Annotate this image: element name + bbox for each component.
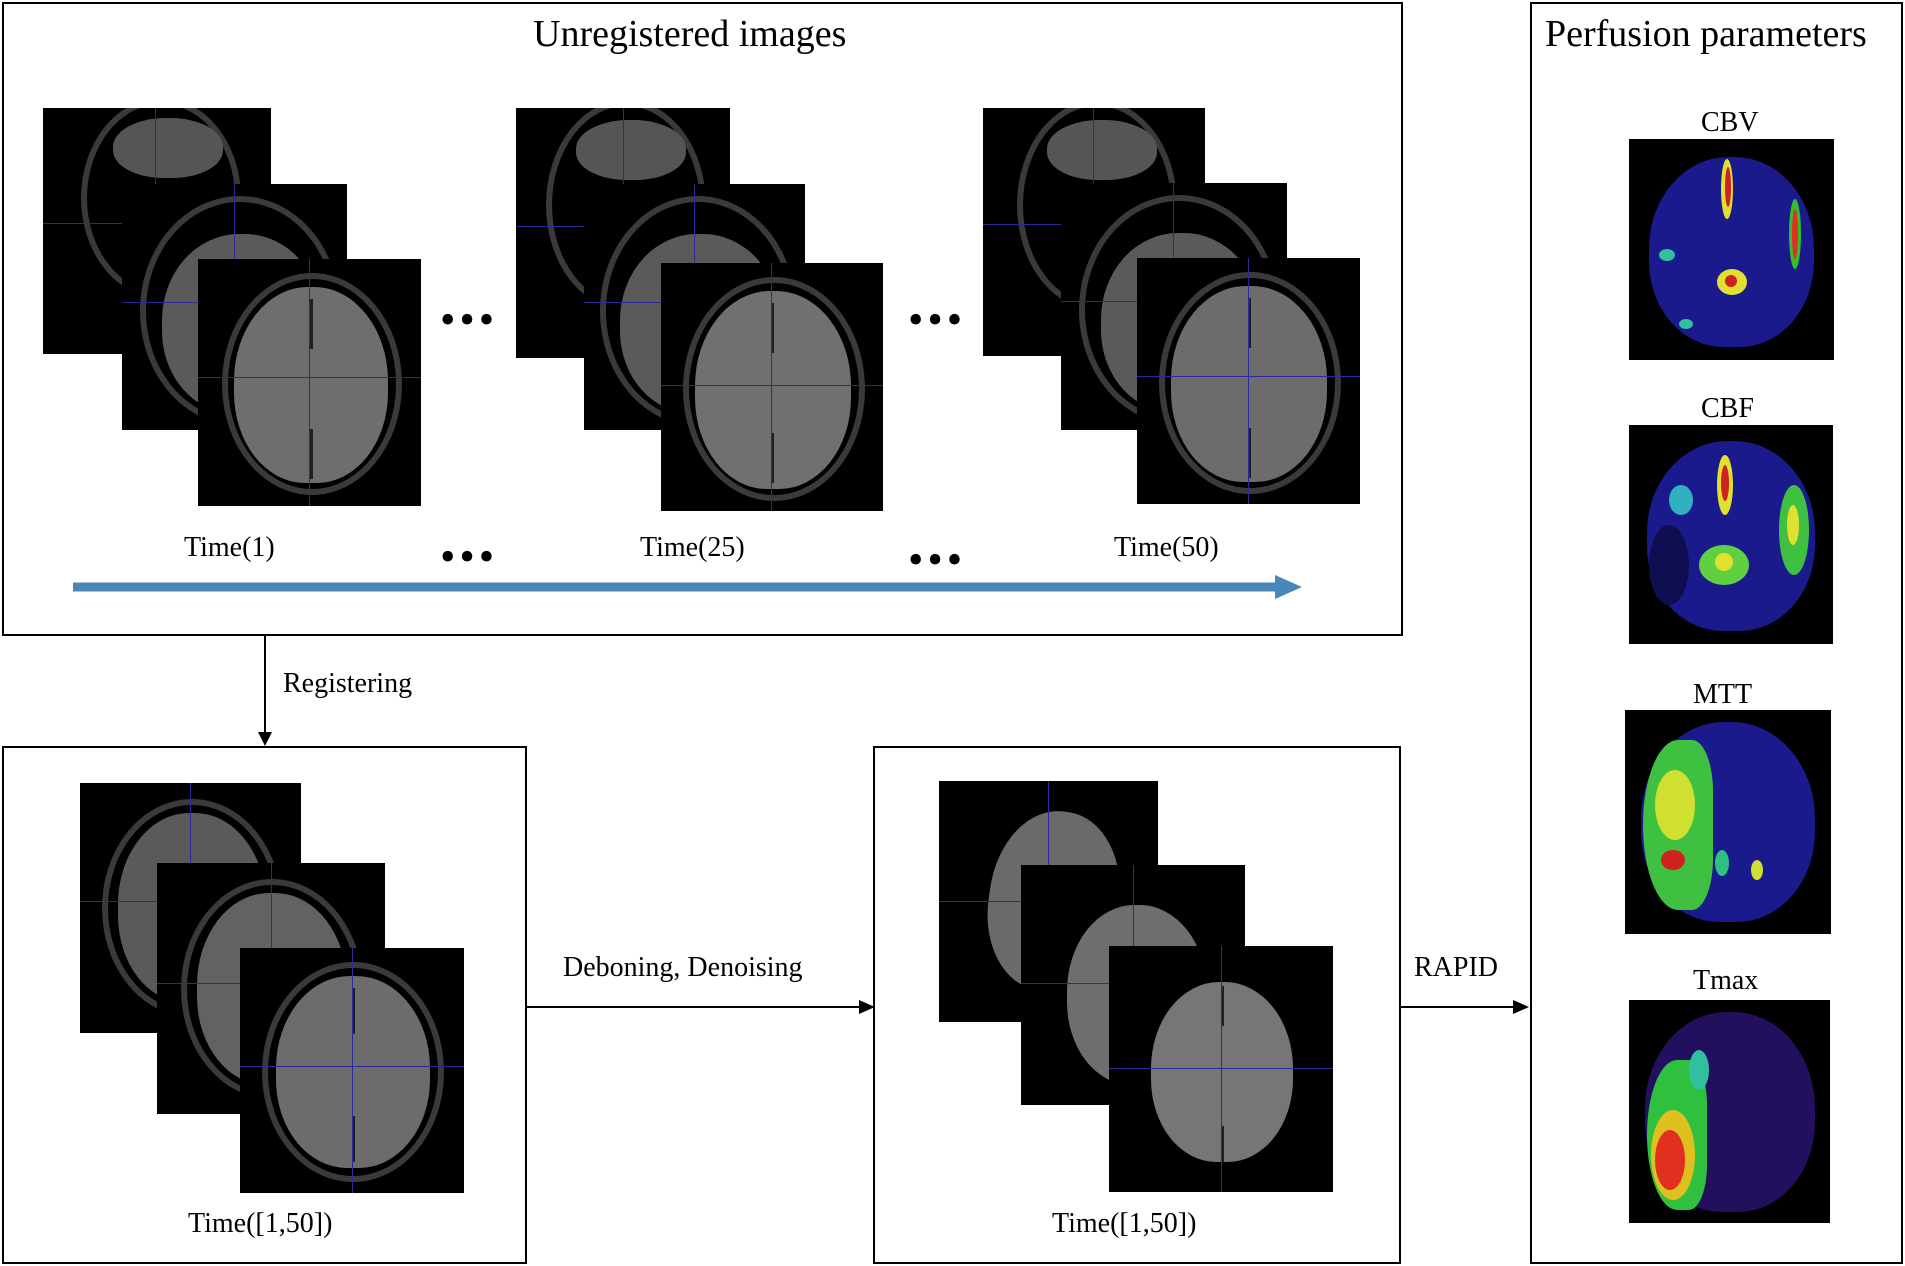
mri-frame <box>240 948 464 1193</box>
map-label-cbf: CBF <box>1701 393 1754 424</box>
map-label-tmax: Tmax <box>1693 965 1759 996</box>
time-label-50: Time(50) <box>1114 532 1219 563</box>
registering-arrow <box>258 636 272 746</box>
deboning-label: Deboning, Denoising <box>563 952 803 983</box>
ellipsis-frames-1: ••• <box>440 295 499 344</box>
perfusion-parameters-title: Perfusion parameters <box>1545 13 1867 55</box>
deboned-time-label: Time([1,50]) <box>1052 1208 1197 1239</box>
deboning-arrow <box>527 1000 875 1014</box>
ellipsis-times-1: ••• <box>440 532 499 581</box>
mtt-map <box>1625 710 1831 934</box>
mri-frame <box>198 259 421 506</box>
time-label-1: Time(1) <box>184 532 275 563</box>
mri-frame <box>1109 946 1333 1192</box>
rapid-arrow <box>1401 1000 1529 1014</box>
mri-frame <box>1137 258 1360 504</box>
map-label-mtt: MTT <box>1693 679 1753 710</box>
timeline-arrow <box>73 575 1302 599</box>
rapid-label: RAPID <box>1414 952 1499 983</box>
ellipsis-frames-2: ••• <box>908 295 967 344</box>
tmax-map <box>1629 1000 1830 1223</box>
registered-time-label: Time([1,50]) <box>188 1208 333 1239</box>
mri-frame <box>661 263 883 511</box>
cbf-map <box>1629 425 1833 644</box>
map-label-cbv: CBV <box>1701 107 1759 138</box>
ellipsis-times-2: ••• <box>908 535 967 584</box>
time-label-25: Time(25) <box>640 532 745 563</box>
registering-label: Registering <box>283 668 413 699</box>
cbv-map <box>1629 139 1834 360</box>
unregistered-images-title: Unregistered images <box>533 13 847 55</box>
